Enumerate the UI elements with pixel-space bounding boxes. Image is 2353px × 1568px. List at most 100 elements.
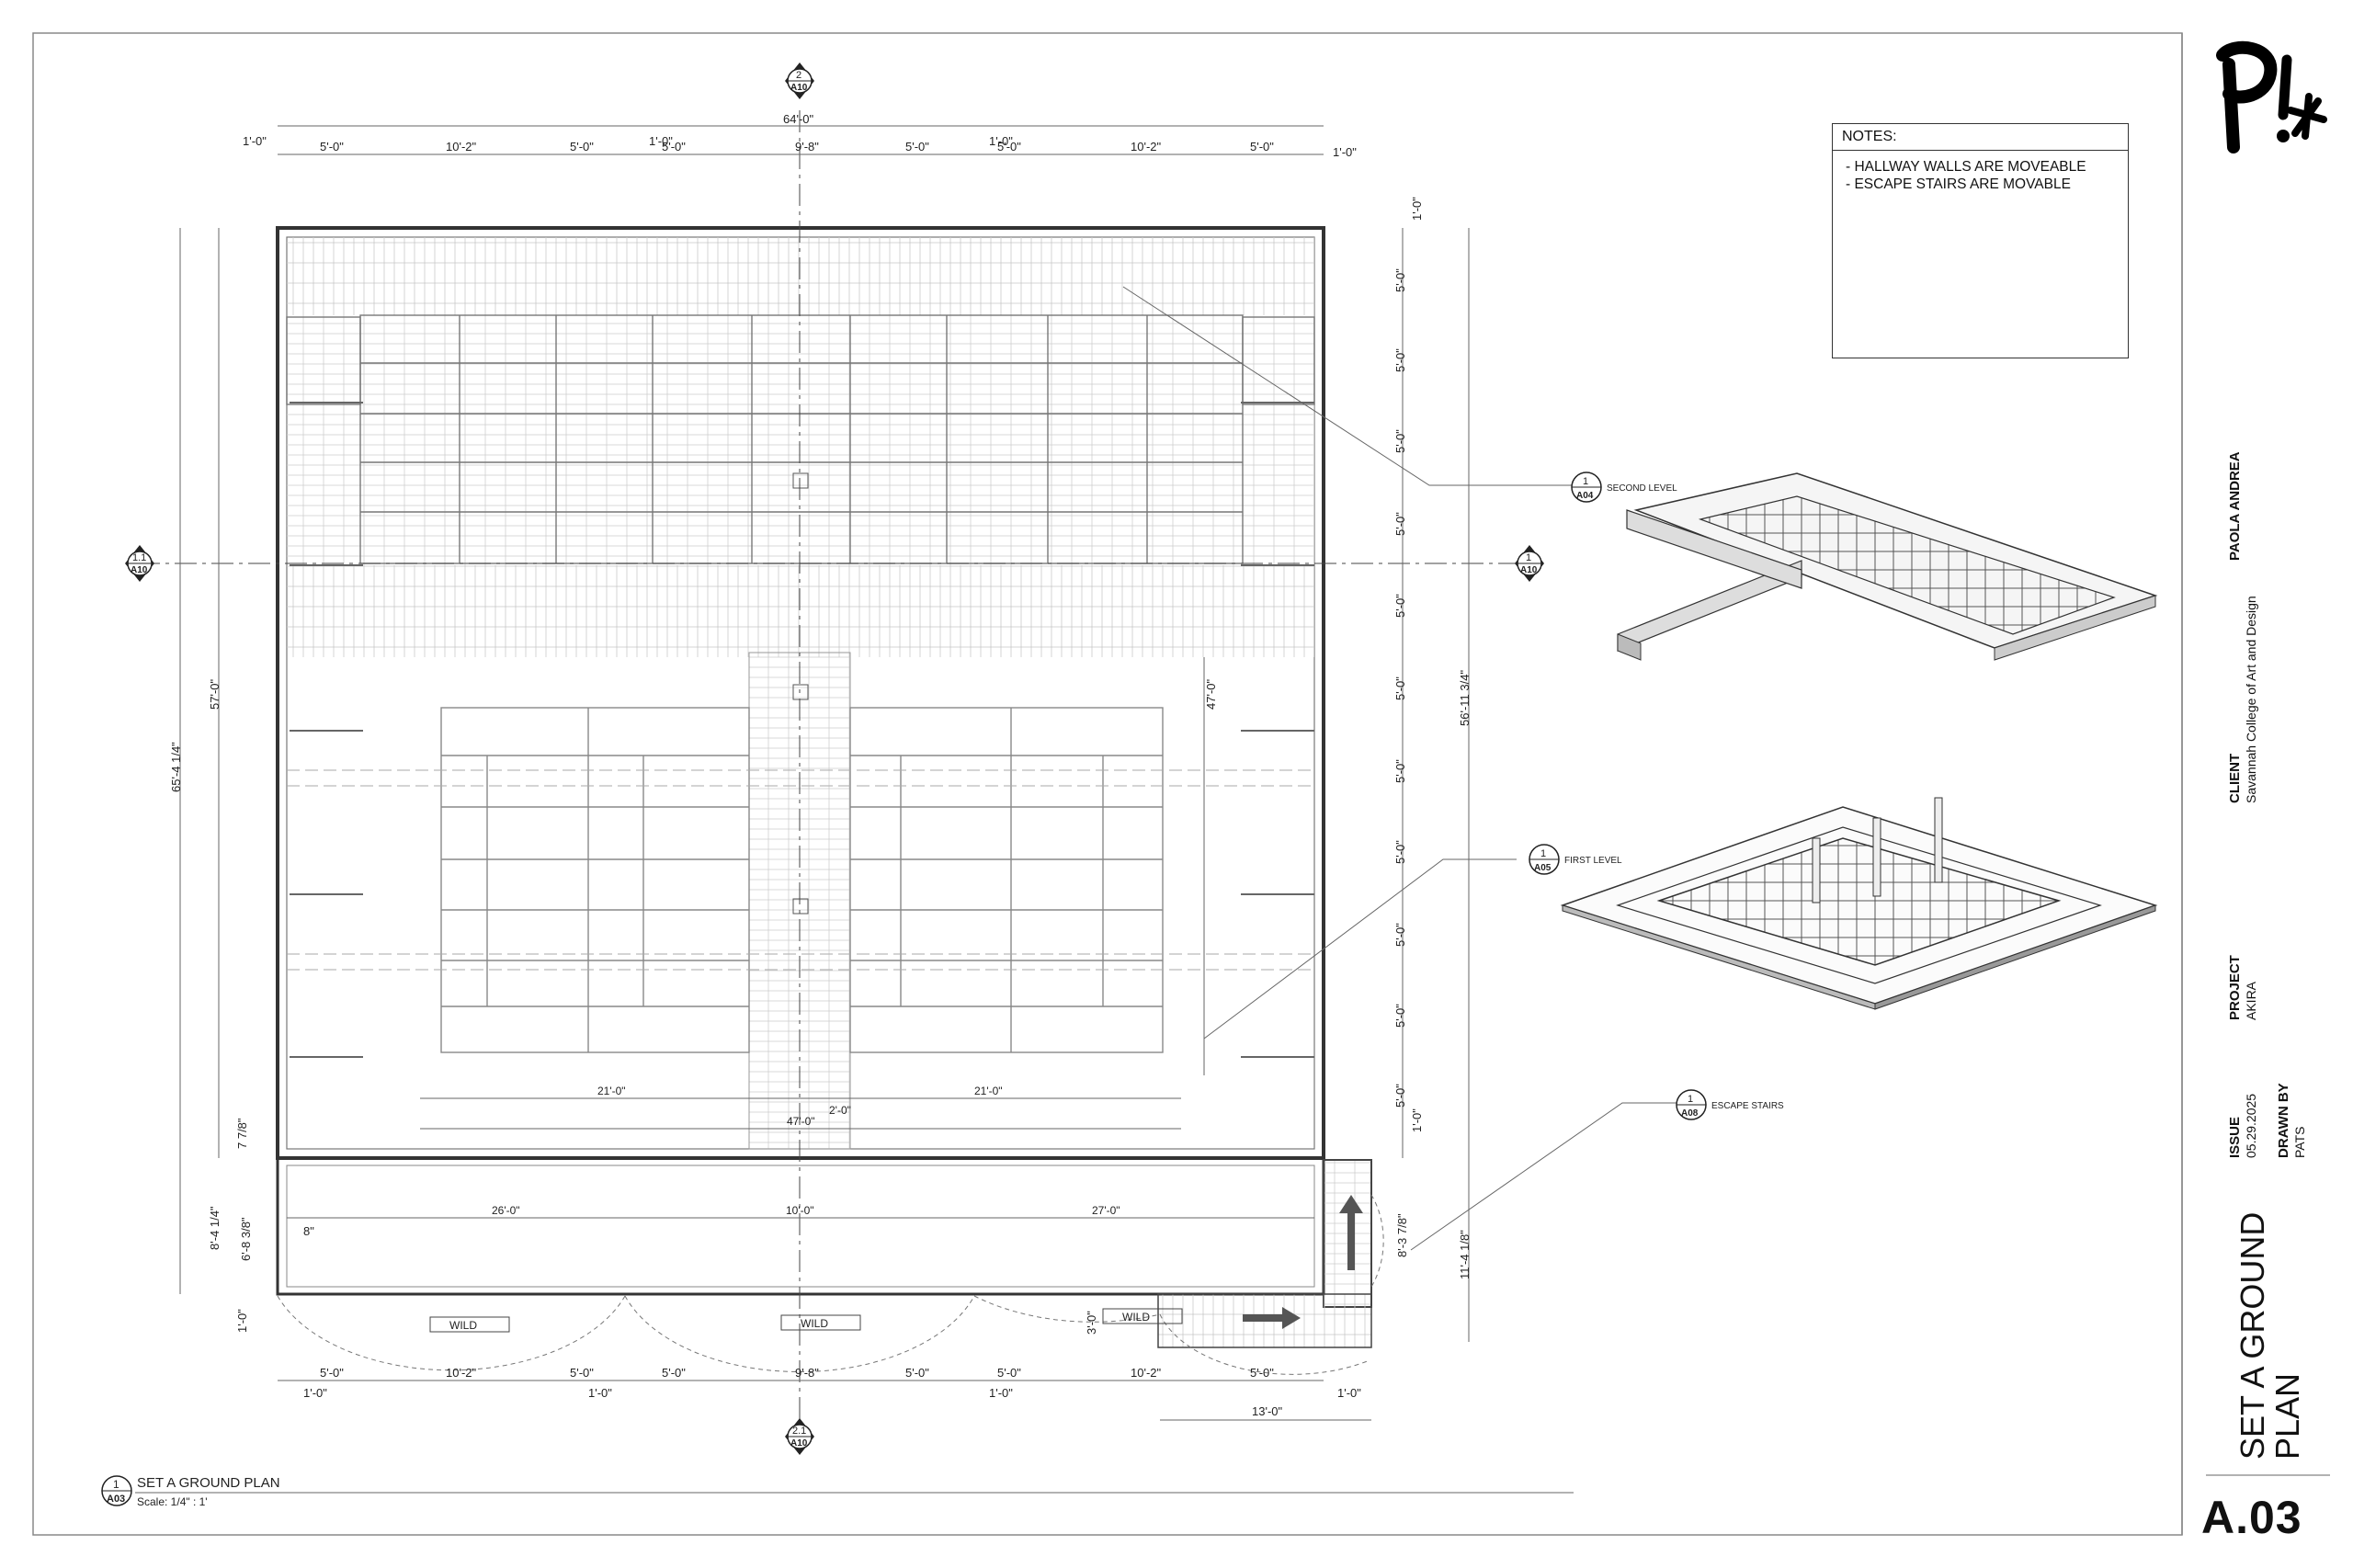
dimension-label: 10'-2": [446, 1366, 477, 1380]
dim-left-overall: 65'-4 1/4": [169, 742, 183, 792]
dim-hall-8: 8": [303, 1224, 314, 1238]
notes-box: NOTES: - HALLWAY WALLS ARE MOVEABLE - ES…: [1832, 123, 2129, 358]
svg-text:A04: A04: [1576, 491, 1594, 501]
dimension-label: 5'-0": [1393, 348, 1407, 372]
svg-text:1: 1: [113, 1478, 119, 1491]
issue-value: 05.29.2025: [2244, 1093, 2258, 1158]
dim-stair-3-0: 3'-0": [1085, 1311, 1098, 1335]
section-marker-top: 2 A10: [785, 62, 814, 99]
dim-top-overall: 64'-0": [783, 112, 814, 126]
dimension-label: 5'-0": [1250, 1366, 1274, 1380]
dim-inner-21-b: 21'-0": [974, 1085, 1003, 1097]
dim-bottom-13: 13'-0": [1252, 1404, 1283, 1418]
dimension-label: 10'-2": [1131, 140, 1162, 153]
drawn-by-value: PATS: [2292, 1126, 2307, 1159]
iso-second-level: [1617, 472, 2158, 661]
svg-text:ESCAPE STAIRS: ESCAPE STAIRS: [1711, 1101, 1784, 1111]
dim-top-small: 1'-0": [649, 134, 673, 148]
dimension-label: 5'-0": [320, 140, 344, 153]
dimension-label: 5'-0": [1393, 594, 1407, 618]
dim-top-row: 5'-0"10'-2"5'-0"5'-0"9'-8"5'-0"5'-0"10'-…: [320, 140, 1274, 153]
svg-text:1.1: 1.1: [132, 552, 146, 563]
section-marker-bottom: 2.1 A10: [785, 1418, 814, 1455]
dim-bottom-small: 1'-0": [1337, 1386, 1361, 1400]
notes-header: NOTES:: [1833, 124, 2128, 151]
svg-text:A05: A05: [1534, 863, 1552, 873]
issue-label: ISSUE: [2227, 1116, 2243, 1158]
project-value: AKIRA: [2244, 981, 2258, 1020]
dimension-label: 9'-8": [795, 1366, 819, 1380]
designer-name: PAOLA ANDREA: [2227, 451, 2243, 561]
dimension-label: 5'-0": [1393, 512, 1407, 536]
dim-right-small: 1'-0": [1410, 197, 1424, 221]
dim-bottom-small: 1'-0": [303, 1386, 327, 1400]
dim-stair-8-3: 8'-3 7/8": [1395, 1213, 1409, 1257]
svg-text:SECOND LEVEL: SECOND LEVEL: [1607, 483, 1677, 494]
view-callout-first-level: 1 A05 FIRST LEVEL: [1529, 844, 1622, 875]
dim-right-overall: 56'-11 3/4": [1458, 670, 1472, 726]
dim-left-8-4: 8'-4 1/4": [208, 1206, 222, 1250]
dim-hall-10: 10'-0": [786, 1204, 814, 1217]
svg-text:A10: A10: [1520, 565, 1538, 575]
svg-text:1: 1: [1526, 552, 1531, 563]
dim-left-1-0: 1'-0": [235, 1309, 249, 1333]
dimension-label: 5'-0": [997, 140, 1021, 153]
section-marker-right: 1 A10: [1515, 545, 1544, 582]
dimension-label: 5'-0": [1393, 429, 1407, 453]
dim-bottom-row: 5'-0" 10'-2" 5'-0" 5'-0" 9'-8" 5'-0" 5'-0" 10'-…: [320, 1366, 1274, 1380]
dimension-label: 5'-0": [1250, 140, 1274, 153]
svg-text:2.1: 2.1: [792, 1426, 806, 1437]
dimension-label: 5'-0": [662, 1366, 686, 1380]
dim-left-6-8: 6'-8 3/8": [239, 1217, 253, 1261]
dim-left-57: 57'-0": [208, 678, 222, 710]
sheet-title: SET A GROUND PLAN: [2234, 1211, 2306, 1460]
dim-right-row: 5'-0" 5'-0" 5'-0" 5'-0" 5'-0" 5'-0" 5'-0" 5'-0"…: [1393, 268, 1407, 1108]
view-callout-escape-stairs: 1 A08 ESCAPE STAIRS: [1676, 1089, 1784, 1120]
svg-text:A10: A10: [131, 565, 148, 575]
dimension-label: 5'-0": [1393, 840, 1407, 864]
drawing-title-text: SET A GROUND PLAN: [137, 1475, 280, 1491]
dim-top-small: 1'-0": [243, 134, 267, 148]
drawn-by-label: DRAWN BY: [2276, 1083, 2291, 1158]
dimension-label: 5'-0": [997, 1366, 1021, 1380]
dim-right-small: 1'-0": [1410, 1108, 1424, 1132]
drawing-title: 1 A03 SET A GROUND PLAN Scale: 1/4" : 1': [101, 1475, 1574, 1508]
dim-inner-21-a: 21'-0": [597, 1085, 626, 1097]
client-label: CLIENT: [2227, 753, 2243, 803]
notes-list: - HALLWAY WALLS ARE MOVEABLE - ESCAPE ST…: [1846, 158, 2128, 193]
dim-top-small: 1'-0": [1333, 145, 1357, 159]
dimension-label: 5'-0": [570, 1366, 594, 1380]
dimension-label: 5'-0": [1393, 676, 1407, 700]
dim-bottom-small: 1'-0": [989, 1386, 1013, 1400]
dimension-label: 5'-0": [1393, 1004, 1407, 1028]
dim-hall-26: 26'-0": [492, 1204, 520, 1217]
svg-text:1: 1: [1688, 1094, 1693, 1105]
dim-inner-2-0: 2'-0": [829, 1104, 851, 1117]
dimension-label: 10'-2": [446, 140, 477, 153]
dim-hall-27: 27'-0": [1092, 1204, 1120, 1217]
svg-text:A10: A10: [790, 1438, 808, 1449]
dimension-label: 10'-2": [1131, 1366, 1162, 1380]
drawing-scale: Scale: 1/4" : 1': [137, 1495, 208, 1508]
client-value: Savannah College of Art and Design: [2244, 596, 2258, 803]
dimension-label: 5'-0": [320, 1366, 344, 1380]
view-callout-second-level: 1 A04 SECOND LEVEL: [1571, 472, 1677, 503]
dimension-label: 5'-0": [1393, 923, 1407, 947]
iso-first-level: [1560, 797, 2158, 1010]
sheet-number: A.03: [2201, 1492, 2302, 1543]
dimension-label: 5'-0": [1393, 1084, 1407, 1108]
svg-text:FIRST LEVEL: FIRST LEVEL: [1564, 856, 1622, 866]
dim-stair-11-4: 11'-4 1/8": [1458, 1230, 1472, 1279]
dimension-label: 5'-0": [1393, 268, 1407, 292]
wild-label: WILD: [801, 1317, 828, 1330]
note-item: - ESCAPE STAIRS ARE MOVABLE: [1846, 176, 2071, 192]
svg-text:1: 1: [1540, 848, 1546, 859]
dim-inner-47-h: 47'-0": [787, 1115, 815, 1128]
dimension-label: 5'-0": [662, 140, 686, 153]
dim-bottom-small: 1'-0": [588, 1386, 612, 1400]
studio-logo: [2216, 40, 2327, 153]
project-label: PROJECT: [2227, 955, 2243, 1020]
dimension-label: 5'-0": [1393, 759, 1407, 783]
dim-left-7-8: 7 7/8": [235, 1118, 249, 1149]
